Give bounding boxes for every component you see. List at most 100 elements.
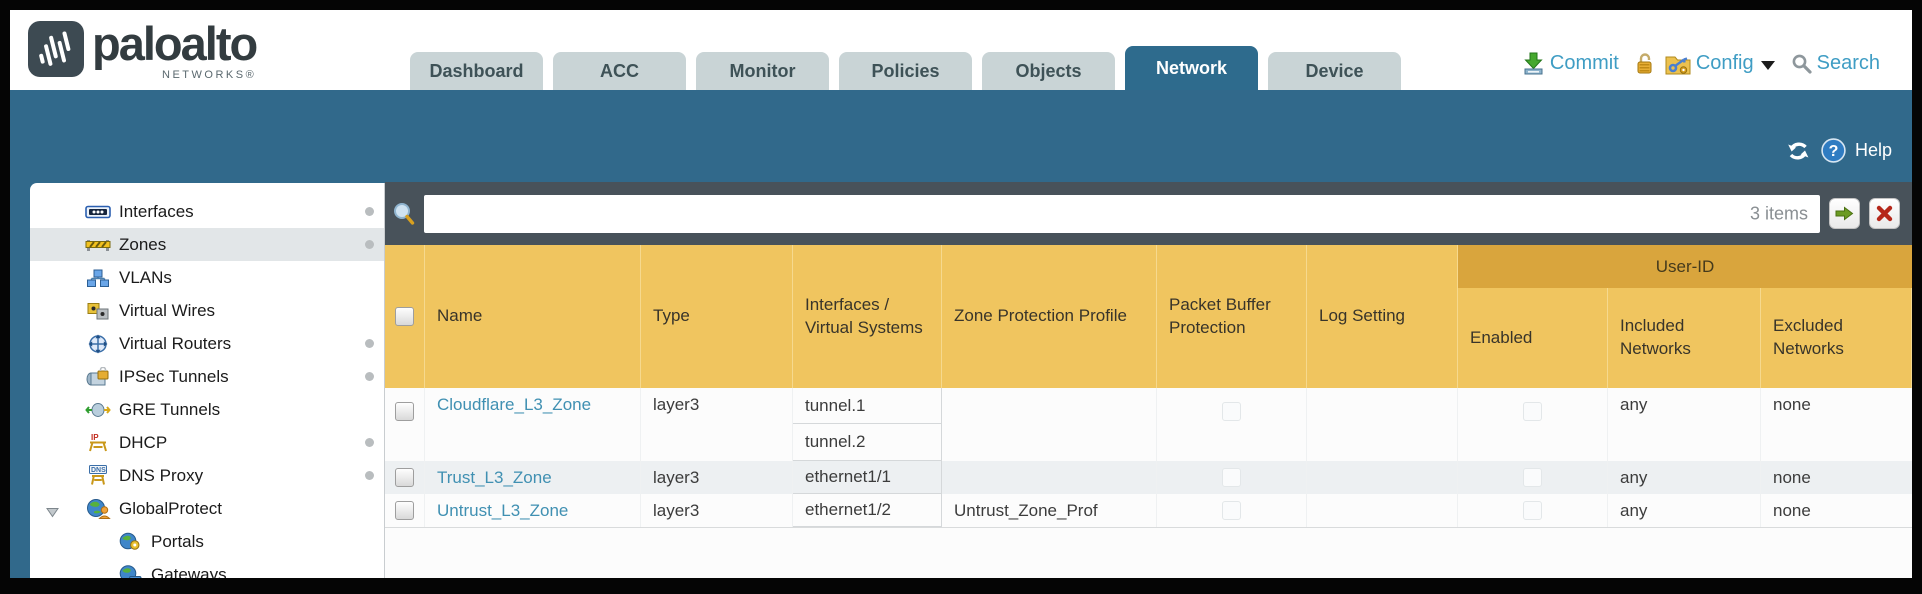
sidebar-item-virtual-routers[interactable]: Virtual Routers: [30, 327, 384, 360]
row-checkbox[interactable]: [395, 501, 414, 520]
sidebar-item-gre-tunnels[interactable]: GRE Tunnels: [30, 393, 384, 426]
paloalto-logo: paloalto NETWORKS®: [28, 20, 258, 81]
column-header-log-setting[interactable]: Log Setting: [1307, 245, 1458, 388]
sidebar-item-vlans[interactable]: VLANs: [30, 261, 384, 294]
zone-type-cell: layer3: [641, 388, 793, 461]
user-id-group-header: User-ID: [1458, 245, 1912, 288]
gre-tunnels-icon: [84, 402, 112, 418]
row-checkbox[interactable]: [395, 468, 414, 487]
column-header-packet-buffer-protection[interactable]: Packet Buffer Protection: [1157, 245, 1307, 388]
filter-search-icon: [394, 202, 415, 225]
status-dot: [365, 339, 374, 348]
help-icon[interactable]: ?: [1821, 138, 1846, 163]
dns-proxy-icon: DNS: [84, 465, 112, 486]
sidebar-item-label: Gateways: [151, 564, 227, 579]
apply-filter-button[interactable]: [1829, 198, 1860, 229]
tab-objects[interactable]: Objects: [982, 52, 1115, 90]
sidebar-item-dns-proxy[interactable]: DNS DNS Proxy: [30, 459, 384, 492]
zone-protection-profile-cell: Untrust_Zone_Prof: [942, 494, 1157, 527]
log-setting-cell: [1307, 461, 1458, 494]
main-nav-tabs: Dashboard ACC Monitor Policies Objects N…: [410, 46, 1401, 90]
zone-interfaces-cell: ethernet1/1: [793, 461, 942, 494]
select-all-checkbox[interactable]: [395, 307, 414, 326]
user-id-enabled-checkbox: [1523, 501, 1542, 520]
zone-interfaces-cell: tunnel.1 tunnel.2: [793, 388, 942, 461]
sidebar-item-label: Zones: [119, 234, 167, 254]
ipsec-tunnels-icon: [84, 367, 112, 386]
tab-dashboard[interactable]: Dashboard: [410, 52, 543, 90]
zone-name-link[interactable]: Trust_L3_Zone: [437, 467, 552, 487]
expander-icon[interactable]: [46, 503, 59, 523]
commit-label[interactable]: Commit: [1549, 52, 1619, 74]
tab-device[interactable]: Device: [1268, 52, 1401, 90]
sidebar-item-label: Interfaces: [119, 201, 194, 221]
top-actions: Commit Config: [1522, 52, 1880, 75]
column-header-type[interactable]: Type: [641, 245, 793, 388]
tab-monitor[interactable]: Monitor: [696, 52, 829, 90]
column-header-excluded-networks[interactable]: Excluded Networks: [1761, 245, 1912, 388]
included-networks-cell: any: [1608, 461, 1761, 494]
tab-acc[interactable]: ACC: [553, 52, 686, 90]
top-header: paloalto NETWORKS® Dashboard ACC Monitor…: [10, 10, 1912, 90]
sidebar-item-dhcp[interactable]: IP DHCP: [30, 426, 384, 459]
search-label[interactable]: Search: [1816, 52, 1880, 74]
search-icon[interactable]: [1791, 53, 1812, 74]
filter-bar: 3 items: [385, 182, 1912, 245]
filter-input-wrap: 3 items: [424, 194, 1820, 233]
portals-icon: [116, 532, 144, 551]
sidebar-item-globalprotect[interactable]: GlobalProtect: [30, 492, 384, 525]
zone-name-link[interactable]: Cloudflare_L3_Zone: [437, 395, 592, 414]
config-label[interactable]: Config: [1695, 52, 1754, 74]
interface-entry: ethernet1/1: [793, 461, 941, 494]
zone-protection-profile-cell: [942, 388, 1157, 461]
vlans-icon: [84, 269, 112, 287]
svg-text:IP: IP: [91, 433, 99, 442]
svg-text:?: ?: [1829, 143, 1839, 160]
zone-name-link[interactable]: Untrust_L3_Zone: [437, 500, 569, 520]
zone-protection-profile-cell: [942, 461, 1157, 494]
column-header-name[interactable]: Name: [425, 245, 641, 388]
included-networks-cell: any: [1608, 494, 1761, 527]
status-dot: [365, 240, 374, 249]
column-header-included-networks[interactable]: Included Networks: [1608, 245, 1761, 388]
sidebar-item-label: Portals: [151, 531, 204, 551]
packet-buffer-protection-checkbox: [1222, 402, 1241, 421]
tab-policies[interactable]: Policies: [839, 52, 972, 90]
commit-icon[interactable]: [1522, 52, 1545, 75]
sidebar-item-virtual-wires[interactable]: Virtual Wires: [30, 294, 384, 327]
sidebar-item-ipsec-tunnels[interactable]: IPSec Tunnels: [30, 360, 384, 393]
column-header-enabled[interactable]: Enabled: [1458, 245, 1608, 388]
zones-icon: [84, 237, 112, 253]
config-icon[interactable]: [1665, 53, 1691, 75]
table-row: Cloudflare_L3_Zone layer3 tunnel.1 tunne…: [385, 388, 1912, 461]
filter-input[interactable]: [424, 194, 1820, 233]
column-header-interfaces[interactable]: Interfaces / Virtual Systems: [793, 245, 942, 388]
dhcp-icon: IP: [84, 432, 112, 453]
sidebar-item-label: Virtual Routers: [119, 333, 232, 353]
row-checkbox[interactable]: [395, 402, 414, 421]
clear-filter-button[interactable]: [1869, 198, 1900, 229]
svg-text:DNS: DNS: [91, 467, 106, 474]
sidebar-item-zones[interactable]: Zones: [30, 228, 384, 261]
interfaces-icon: [84, 204, 112, 220]
help-label[interactable]: Help: [1854, 140, 1892, 160]
config-dropdown-caret[interactable]: [1760, 60, 1775, 70]
sidebar-item-portals[interactable]: Portals: [30, 525, 384, 558]
zone-interfaces-cell: ethernet1/2: [793, 494, 942, 527]
zone-type-cell: layer3: [641, 461, 793, 494]
zones-table-body: Cloudflare_L3_Zone layer3 tunnel.1 tunne…: [385, 388, 1912, 578]
sidebar-item-label: VLANs: [119, 267, 172, 287]
sidebar-item-gateways[interactable]: Gateways: [30, 558, 384, 578]
refresh-icon[interactable]: [1785, 139, 1812, 163]
column-header-zone-protection-profile[interactable]: Zone Protection Profile: [942, 245, 1157, 388]
banner-actions: ? Help: [1785, 138, 1892, 163]
excluded-networks-cell: none: [1773, 467, 1811, 487]
tab-network[interactable]: Network: [1125, 46, 1258, 90]
lock-icon[interactable]: [1635, 52, 1654, 75]
table-row: Trust_L3_Zone layer3 ethernet1/1 any non…: [385, 461, 1912, 494]
sidebar-item-label: Virtual Wires: [119, 300, 216, 320]
sidebar-item-interfaces[interactable]: Interfaces: [30, 195, 384, 228]
globalprotect-icon: [84, 498, 112, 519]
zone-type-cell: layer3: [641, 494, 793, 527]
app-window: paloalto NETWORKS® Dashboard ACC Monitor…: [10, 10, 1912, 578]
